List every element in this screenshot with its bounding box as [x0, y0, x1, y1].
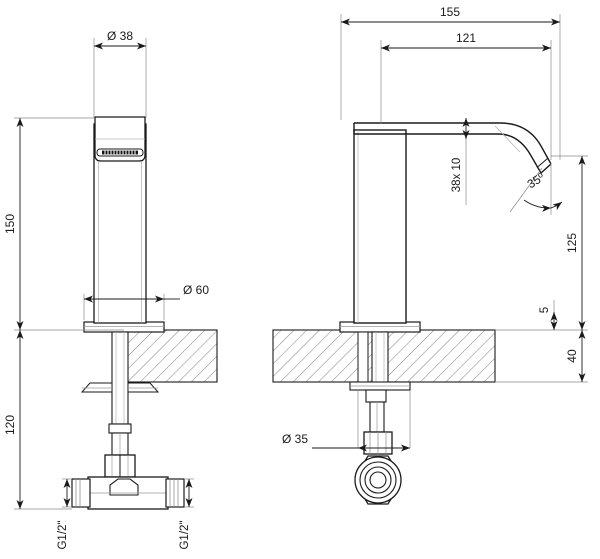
dim-inlet-left: G1/2": [57, 478, 72, 550]
dim-label-below-counter-drop: 40: [565, 349, 579, 363]
dim-label-outlet-height: 125: [565, 233, 579, 253]
dim-outlet-height: 125: [496, 155, 588, 331]
front-view-group: Ø 38 Ø 60 150 120 G1/2": [3, 29, 218, 550]
dim-counter-thickness: 5: [539, 300, 558, 330]
dim-label-shank-diameter: Ø 35: [282, 432, 308, 446]
dim-arm-section: 38x 10: [451, 118, 470, 205]
connector-stack-side: [363, 389, 393, 455]
dim-height-above-counter: 150: [3, 117, 124, 331]
dim-label-inlet-left: G1/2": [57, 520, 69, 549]
dim-spout-reach: 121: [380, 31, 552, 160]
dim-label-inlet-right: G1/2": [179, 520, 191, 549]
dim-shank-diameter: Ø 35: [282, 390, 411, 452]
dim-below-counter-drop: 40: [496, 330, 588, 383]
dim-label-counter-thickness: 5: [539, 307, 551, 313]
spout-head-front: [94, 116, 146, 162]
dim-label-height-above-counter: 150: [3, 214, 17, 234]
side-view-group: 155 121 38x 10 35º 125: [272, 5, 588, 505]
spout-arm-side: [353, 122, 552, 174]
tee-valve-side: [354, 455, 402, 505]
dim-base-diameter: Ø 60: [83, 283, 209, 320]
shank-side: [357, 331, 389, 391]
dim-label-arm-section: 38x 10: [451, 158, 463, 193]
aerator-grille-icon: [96, 148, 144, 157]
body-column-side: [353, 129, 407, 324]
mounting-clamp-side: [349, 381, 411, 391]
dim-spout-diameter: Ø 38: [93, 29, 147, 118]
tee-valve-front: [71, 476, 185, 510]
outlet-face-line: [536, 158, 548, 168]
dim-label-total-reach: 155: [440, 5, 460, 19]
dim-label-depth-below-counter: 120: [3, 415, 17, 435]
shank-front: [111, 331, 129, 425]
countertop-section-front: [123, 329, 218, 383]
dim-depth-below-counter: 120: [3, 330, 72, 510]
dim-label-spout-reach: 121: [456, 31, 476, 45]
dim-inlet-right: G1/2": [179, 478, 194, 550]
dim-label-base-diameter: Ø 60: [183, 283, 209, 297]
mounting-clamp-front: [80, 382, 160, 393]
dim-label-spout-diameter: Ø 38: [107, 29, 133, 43]
dim-total-reach: 155: [340, 5, 561, 160]
